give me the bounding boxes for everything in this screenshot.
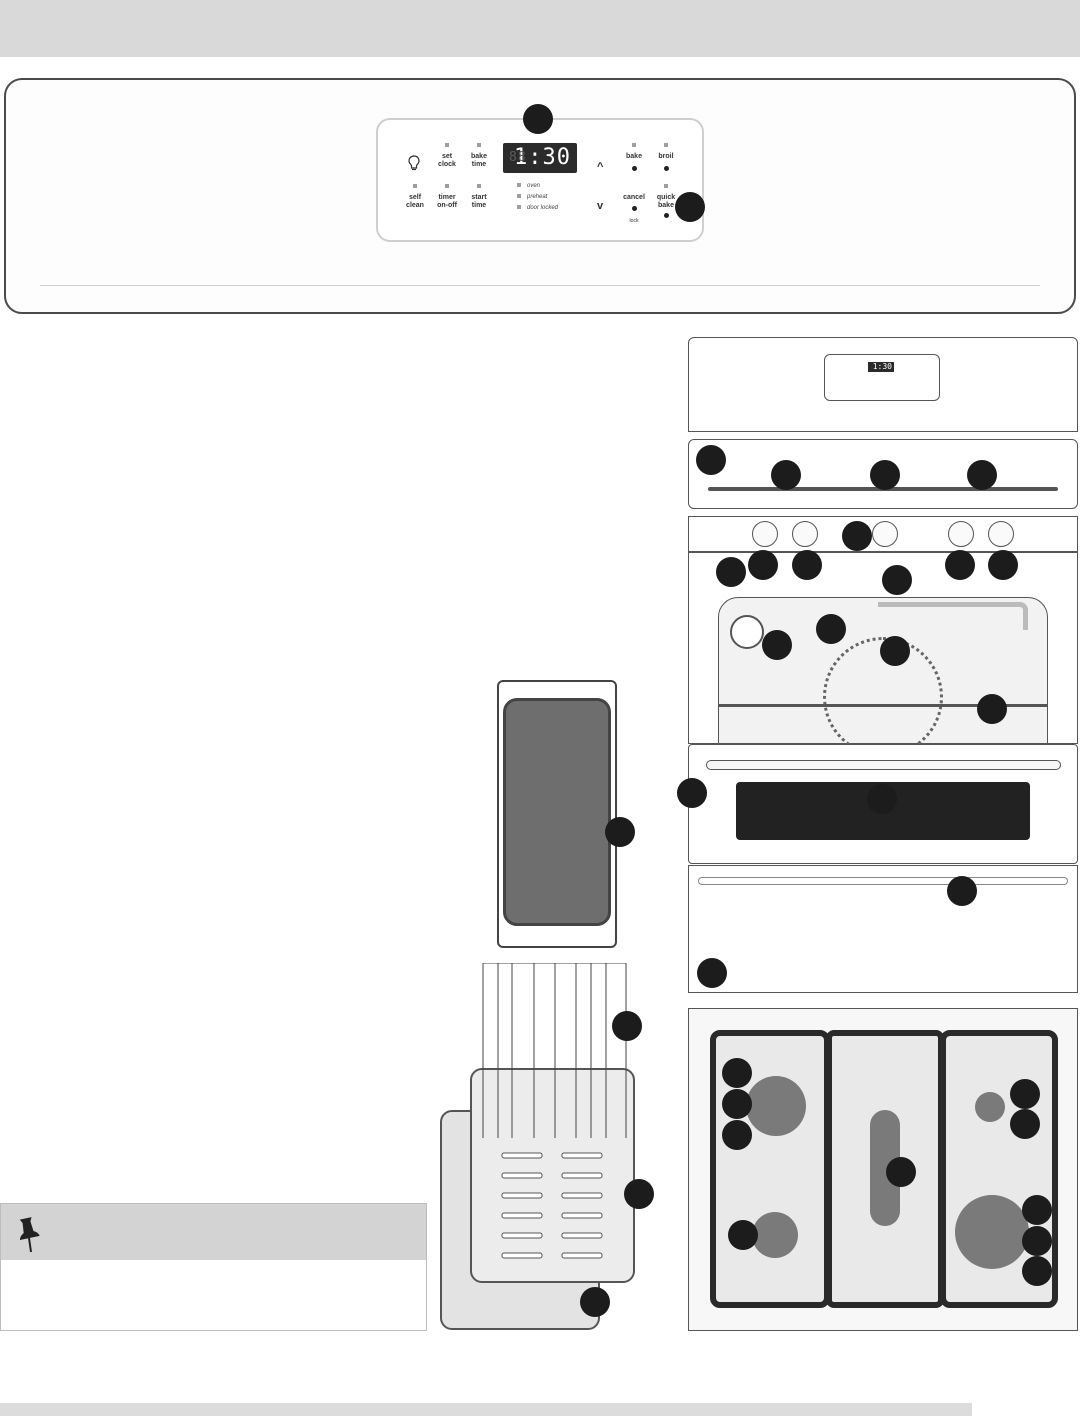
burner-knob-5[interactable] bbox=[988, 521, 1014, 547]
callout-19 bbox=[697, 958, 727, 988]
lock-label: lock bbox=[629, 218, 639, 224]
cancel-label: cancel bbox=[623, 194, 645, 201]
callout-10 bbox=[945, 550, 975, 580]
callout-broiler-2 bbox=[624, 1179, 654, 1209]
mini-display: 1:30 bbox=[868, 362, 894, 372]
timer-label: timer on-off bbox=[437, 194, 457, 209]
callout-7 bbox=[748, 550, 778, 580]
timer-key[interactable]: timer on-off bbox=[427, 184, 467, 210]
callout-5 bbox=[842, 521, 872, 551]
note-box bbox=[0, 1203, 427, 1331]
griddle bbox=[497, 680, 617, 948]
up-arrow-key[interactable]: ^ bbox=[597, 161, 604, 173]
set-clock-label: set clock bbox=[438, 153, 456, 168]
broil-key[interactable]: broil bbox=[646, 143, 686, 177]
oven-rack bbox=[718, 704, 1048, 707]
start-time-label: start time bbox=[471, 194, 487, 209]
storage-drawer[interactable] bbox=[688, 865, 1078, 993]
bake-key[interactable]: bake bbox=[614, 143, 654, 177]
callout-2 bbox=[771, 460, 801, 490]
callout-8 bbox=[792, 550, 822, 580]
callout-display bbox=[523, 104, 553, 134]
display-ghost-digits: 88 bbox=[509, 150, 527, 165]
header-band bbox=[0, 0, 1080, 57]
callout-4 bbox=[967, 460, 997, 490]
griddle-plate bbox=[503, 698, 611, 926]
callout-c5 bbox=[886, 1157, 916, 1187]
burner-right-front bbox=[955, 1195, 1029, 1269]
set-clock-key[interactable]: set clock bbox=[427, 143, 467, 169]
callout-c2 bbox=[722, 1089, 752, 1119]
callout-18 bbox=[947, 876, 977, 906]
bake-time-label: bake time bbox=[471, 153, 487, 168]
burner-right-rear bbox=[975, 1092, 1005, 1122]
callout-broiler-3 bbox=[580, 1287, 610, 1317]
oven-light-icon[interactable] bbox=[408, 155, 420, 171]
burner-knob-3[interactable] bbox=[872, 521, 898, 547]
callout-c7 bbox=[1010, 1109, 1040, 1139]
callout-12 bbox=[816, 614, 846, 644]
callout-c10 bbox=[1022, 1256, 1052, 1286]
callout-griddle bbox=[605, 817, 635, 847]
door-handle[interactable] bbox=[706, 760, 1061, 770]
broiler-slots bbox=[482, 963, 627, 1259]
callout-c3 bbox=[722, 1120, 752, 1150]
burner-knob-2[interactable] bbox=[792, 521, 818, 547]
quick-bake-label: quick bake bbox=[656, 194, 676, 209]
callout-c1 bbox=[722, 1058, 752, 1088]
callout-3 bbox=[870, 460, 900, 490]
oven-light-bulb bbox=[730, 615, 764, 649]
self-clean-label: self clean bbox=[406, 194, 424, 209]
burner-knob-1[interactable] bbox=[752, 521, 778, 547]
control-keypad bbox=[376, 118, 704, 242]
callout-14 bbox=[880, 636, 910, 666]
callout-13 bbox=[762, 630, 792, 660]
callout-c8 bbox=[1022, 1195, 1052, 1225]
callout-c6 bbox=[1010, 1079, 1040, 1109]
status-preheat: preheat bbox=[517, 192, 558, 203]
broiler-pan bbox=[440, 1060, 640, 1330]
callout-keypad bbox=[675, 192, 705, 222]
status-indicators: oven preheat door locked bbox=[517, 181, 558, 214]
footer-band bbox=[0, 1403, 972, 1416]
cancel-key[interactable]: cancel lock bbox=[614, 194, 654, 225]
status-door-locked: door locked bbox=[517, 203, 558, 214]
bake-time-key[interactable]: bake time bbox=[459, 143, 499, 169]
bake-label: bake bbox=[626, 153, 642, 160]
clock-display: 88 1:30 bbox=[503, 143, 577, 173]
burner-left-rear bbox=[746, 1076, 806, 1136]
note-header bbox=[1, 1204, 426, 1260]
broil-label: broil bbox=[658, 153, 674, 160]
panel-trim-line bbox=[40, 285, 1040, 286]
callout-6 bbox=[716, 557, 746, 587]
range-front-view: 1:30 bbox=[688, 337, 1078, 997]
status-oven: oven bbox=[517, 181, 558, 192]
mini-control-panel bbox=[824, 354, 940, 401]
pushpin-icon bbox=[19, 1217, 40, 1253]
callout-broiler-1 bbox=[612, 1011, 642, 1041]
callout-9 bbox=[882, 565, 912, 595]
quick-bake-key[interactable]: quick bake bbox=[646, 184, 686, 224]
callout-11 bbox=[988, 550, 1018, 580]
broiler-pan-insert bbox=[470, 1068, 635, 1283]
display-time: 1:30 bbox=[514, 145, 571, 170]
callout-c9 bbox=[1022, 1226, 1052, 1256]
drawer-handle[interactable] bbox=[698, 877, 1068, 885]
callout-17 bbox=[867, 784, 897, 814]
callout-1 bbox=[696, 445, 726, 475]
self-clean-key[interactable]: self clean bbox=[395, 184, 435, 210]
start-time-key[interactable]: start time bbox=[459, 184, 499, 210]
callout-c4 bbox=[728, 1220, 758, 1250]
down-arrow-key[interactable]: v bbox=[597, 200, 604, 212]
broil-element bbox=[878, 602, 1028, 630]
burner-left-front bbox=[752, 1212, 798, 1258]
burner-knob-4[interactable] bbox=[948, 521, 974, 547]
callout-15 bbox=[977, 694, 1007, 724]
note-body bbox=[1, 1260, 426, 1330]
callout-16 bbox=[677, 778, 707, 808]
